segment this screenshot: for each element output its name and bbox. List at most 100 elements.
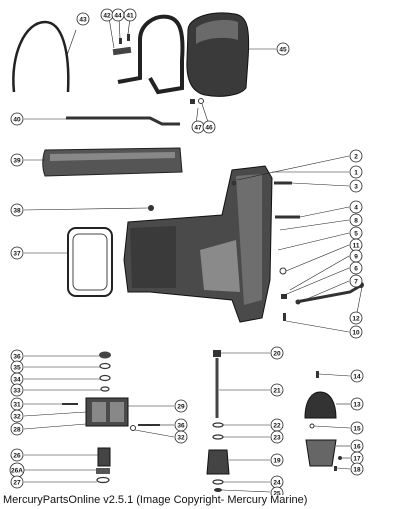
part-26-fitting: [97, 447, 111, 467]
part-14-screw: [316, 371, 319, 378]
leader-9: [289, 255, 350, 291]
part-41-bent-tube: [117, 14, 185, 95]
leader-4: [299, 206, 350, 218]
callout-balloon: [76, 12, 90, 26]
callout-6: 6: [349, 261, 363, 275]
part-16-housing: [305, 439, 337, 467]
part-26a-nut: [96, 468, 110, 474]
callout-33: 33: [10, 383, 24, 397]
part-43-wire-loop: [12, 20, 70, 93]
callout-balloon: [174, 430, 188, 444]
callout-47: 47: [191, 120, 205, 134]
leader-15: [313, 425, 351, 429]
callout-balloon: [349, 311, 363, 325]
callout-41: 41: [123, 8, 137, 22]
part-36-cap: [99, 351, 111, 359]
callout-balloon: [350, 462, 364, 476]
callout-balloon: [349, 325, 363, 339]
callout-balloon: [10, 409, 24, 423]
callout-balloon: [270, 486, 284, 495]
callout-number: 3: [354, 183, 358, 190]
leader-14: [318, 373, 351, 377]
callout-balloon: [123, 8, 137, 22]
leader-43: [65, 29, 77, 59]
callout-balloon: [349, 274, 363, 288]
part-25-washer: [214, 488, 222, 492]
part-46-washer: [198, 98, 204, 104]
callout-15: 15: [350, 421, 364, 435]
callout-number: 2: [354, 153, 358, 160]
callout-number: 21: [273, 387, 281, 394]
callout-3: 3: [349, 179, 363, 193]
callout-number: 27: [13, 479, 21, 486]
callout-35: 35: [10, 360, 24, 374]
callout-42: 42: [100, 8, 114, 22]
callout-number: 10: [352, 329, 360, 336]
callout-number: 1: [354, 169, 358, 176]
callout-number: 26: [13, 452, 21, 459]
callout-11: 11: [349, 238, 363, 252]
part-15-washer: [309, 423, 315, 429]
callout-number: 6: [354, 265, 358, 272]
part-9-bushing: [281, 294, 287, 299]
callout-7: 7: [349, 274, 363, 288]
callout-37: 37: [10, 246, 24, 260]
callout-4: 4: [349, 200, 363, 214]
callout-43: 43: [76, 12, 90, 26]
callout-13: 13: [350, 397, 364, 411]
callout-36: 36: [10, 349, 24, 363]
callout-number: 26A: [11, 467, 23, 474]
part-32-washer: [130, 425, 136, 431]
callout-number: 38: [13, 207, 21, 214]
leader-28: [23, 423, 87, 430]
callout-number: 25: [273, 490, 281, 495]
part-28-highlight: [92, 402, 106, 422]
callouts: [23, 17, 363, 493]
callout-38: 38: [10, 203, 24, 217]
callout-32: 32: [10, 409, 24, 423]
callout-29: 29: [174, 399, 188, 413]
leader-11: [285, 244, 350, 272]
callout-number: 11: [353, 242, 360, 249]
leader-8: [279, 219, 350, 231]
callout-balloon: [10, 112, 24, 126]
housing-face: [200, 240, 240, 292]
callout-balloon: [350, 421, 364, 435]
callout-number: 24: [273, 479, 281, 486]
part-41-pin: [127, 34, 130, 41]
callout-number: 20: [273, 350, 281, 357]
callout-18: 18: [350, 462, 364, 476]
part-13-cap: [304, 391, 337, 419]
callout-number: 8: [354, 217, 358, 224]
leader-38: [23, 207, 149, 211]
callout-26a: 26A: [9, 462, 25, 478]
callout-19: 19: [270, 453, 284, 467]
part-47-nut: [190, 99, 195, 104]
callout-1: 1: [349, 165, 363, 179]
leader-32: [23, 411, 87, 417]
callout-balloon: [10, 422, 24, 436]
callout-40: 40: [10, 112, 24, 126]
part-23-washer: [212, 434, 224, 440]
leader-42: [108, 17, 115, 49]
callout-number: 39: [13, 157, 21, 164]
callout-balloon: [349, 200, 363, 214]
callout-number: 35: [13, 364, 21, 371]
leader-32b: [134, 429, 175, 438]
leader-25: [221, 489, 271, 493]
callout-8: 8: [349, 213, 363, 227]
part-10-screw: [283, 313, 286, 321]
leader-44: [118, 17, 121, 39]
callout-number: 18: [353, 466, 361, 473]
image-caption: MercuryPartsOnline v2.5.1 (Image Copyrig…: [3, 494, 308, 506]
part-28-highlight-2: [110, 402, 124, 422]
callout-balloon: [349, 149, 363, 163]
callout-balloon: [350, 369, 364, 383]
leader-5: [277, 232, 350, 251]
part-2-plug: [231, 180, 237, 186]
callout-number: 47: [194, 124, 202, 131]
callout-number: 28: [13, 426, 21, 433]
part-34-ring: [99, 374, 111, 382]
callout-number: 29: [177, 403, 185, 410]
